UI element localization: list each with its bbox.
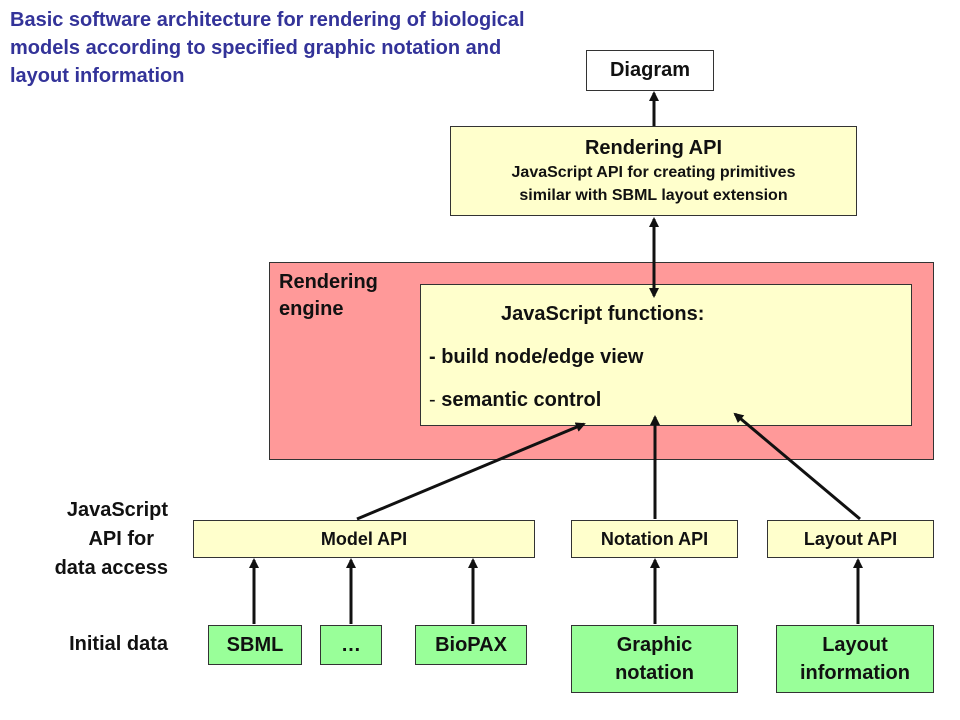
diagram-box: Diagram (586, 50, 714, 91)
notation-api-label: Notation API (600, 528, 709, 549)
graphic-notation-line2: notation (615, 662, 694, 684)
data-access-label: JavaScript API for data access (54, 499, 168, 579)
biopax-box: BioPAX (415, 625, 527, 665)
function-item-build-view: - build node/edge view (429, 346, 644, 368)
graphic-notation-box: Graphic notation (571, 625, 738, 693)
diagram-title: Basic software architecture for renderin… (10, 9, 525, 87)
javascript-functions-title: JavaScript functions: (501, 303, 705, 325)
model-api-label: Model API (320, 528, 408, 549)
rendering-api-box: Rendering API JavaScript API for creatin… (450, 126, 857, 216)
rendering-api-desc-line1: JavaScript API for creating primitives (511, 164, 796, 181)
notation-api-box: Notation API (571, 520, 738, 558)
biopax-label: BioPAX (435, 633, 507, 656)
rendering-api-desc-line2: similar with SBML layout extension (519, 187, 788, 204)
arrow-model-api-to-functions (356, 422, 586, 521)
layout-api-label: Layout API (803, 528, 898, 549)
layout-information-line1: Layout (822, 634, 888, 656)
graphic-notation-line1: Graphic (616, 634, 693, 656)
diagram-box-label: Diagram (609, 59, 691, 81)
sbml-box: SBML (208, 625, 302, 665)
initial-data-label: Initial data (69, 633, 168, 655)
layout-information-line2: information (800, 662, 910, 684)
ellipsis-label: … (341, 633, 361, 656)
ellipsis-box: … (320, 625, 382, 665)
arrow-layout-api-to-functions (733, 412, 861, 521)
layout-api-box: Layout API (767, 520, 934, 558)
layout-information-box: Layout information (776, 625, 934, 693)
model-api-box: Model API (193, 520, 535, 558)
rendering-engine-label: Rendering engine (279, 271, 378, 320)
function-item-semantic-control: - semantic control (429, 389, 602, 411)
javascript-functions-box: JavaScript functions: - build node/edge … (420, 284, 912, 426)
sbml-label: SBML (226, 633, 284, 656)
rendering-api-title: Rendering API (584, 137, 723, 159)
